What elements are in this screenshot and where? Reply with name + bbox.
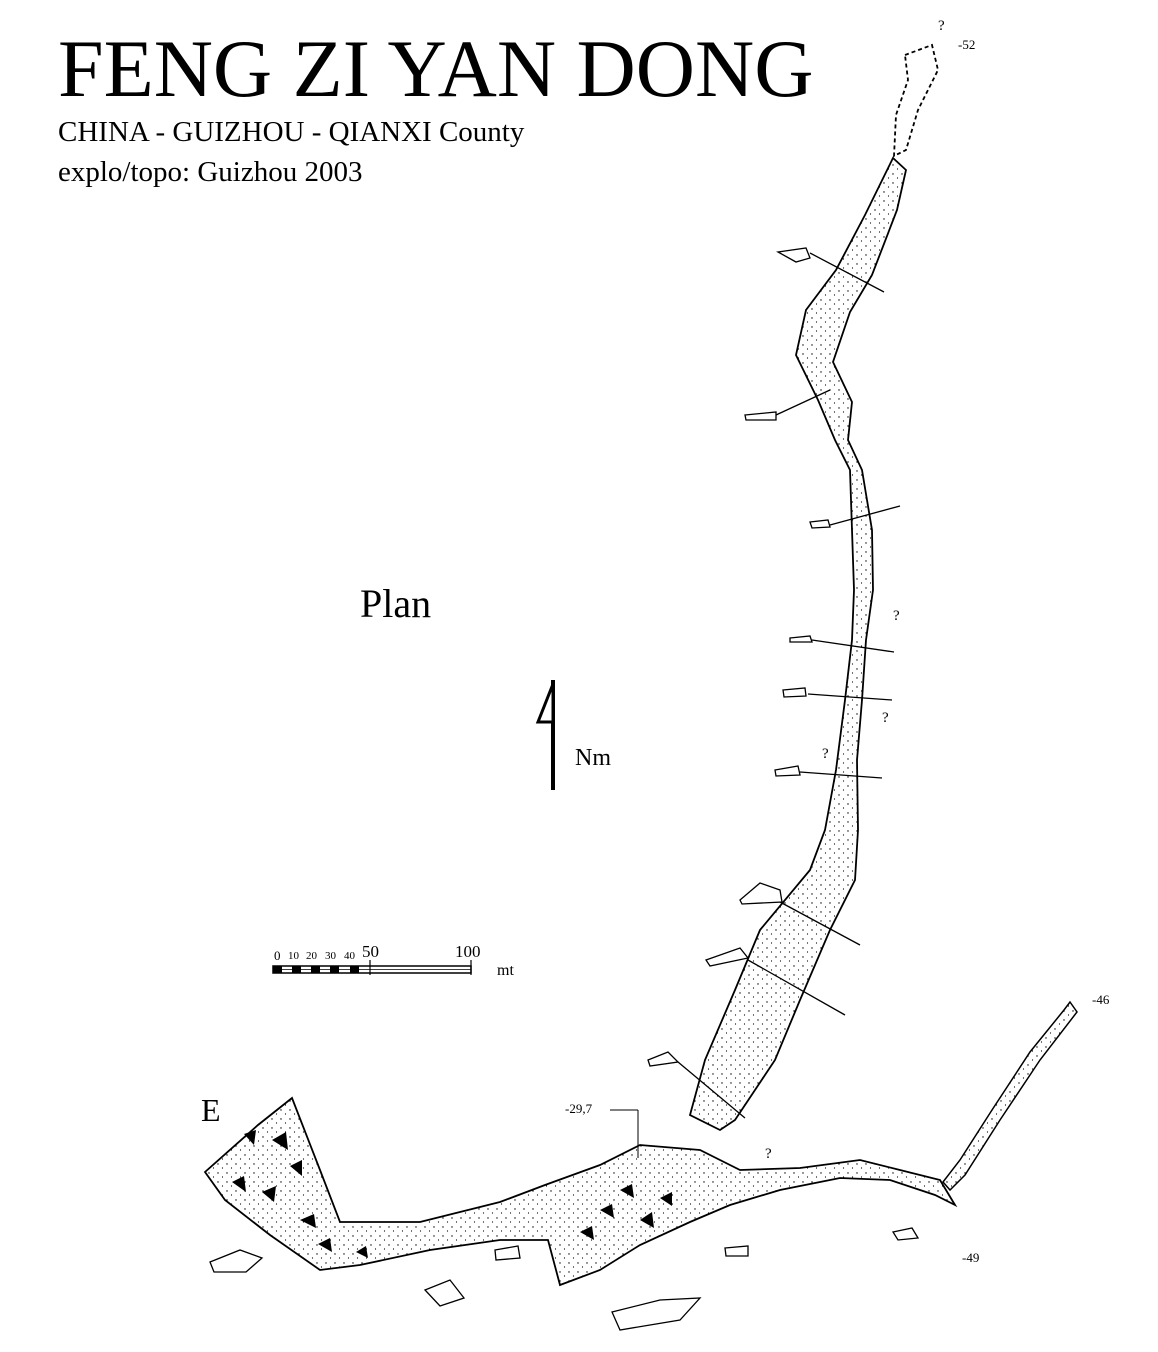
map-credits: explo/topo: Guizhou 2003 [58, 156, 363, 188]
north-label: Nm [575, 745, 611, 771]
scale-tick-label: 30 [325, 950, 336, 962]
scale-major-label: 50 [362, 942, 379, 961]
boulder-field [232, 1130, 672, 1258]
depth-label-top: -52 [958, 37, 976, 52]
depth-label-right-bottom: -49 [962, 1250, 980, 1265]
scale-unit-label: mt [497, 962, 514, 979]
scale-tick-label: 10 [288, 950, 299, 962]
scale-tick-label: 0 [274, 948, 281, 963]
lower-gallery [203, 1096, 958, 1287]
question-mark: ? [893, 608, 900, 624]
cross-sections [209, 247, 920, 1331]
question-mark: ? [882, 710, 889, 726]
depth-leader [610, 1109, 639, 1158]
east-branch [942, 1000, 1078, 1192]
scale-tick-label: 40 [344, 950, 355, 962]
map-title: FENG ZI YAN DONG [58, 23, 814, 114]
map-subtitle: CHINA - GUIZHOU - QIANXI County [58, 116, 525, 148]
question-marks: ? ? ? ? ? [765, 18, 945, 1162]
entrance-label: E [201, 1092, 221, 1128]
scale-tick-label: 20 [306, 950, 317, 962]
depth-label-right-top: -46 [1092, 992, 1110, 1007]
scale-major-label: 100 [455, 942, 481, 961]
view-label: Plan [360, 581, 432, 626]
main-gallery [688, 43, 939, 1132]
depth-label-mid: -29,7 [565, 1101, 593, 1116]
scale-bar [272, 960, 472, 975]
north-arrow-icon [535, 680, 555, 790]
question-mark: ? [938, 18, 945, 34]
question-mark: ? [822, 746, 829, 762]
question-mark: ? [765, 1146, 772, 1162]
